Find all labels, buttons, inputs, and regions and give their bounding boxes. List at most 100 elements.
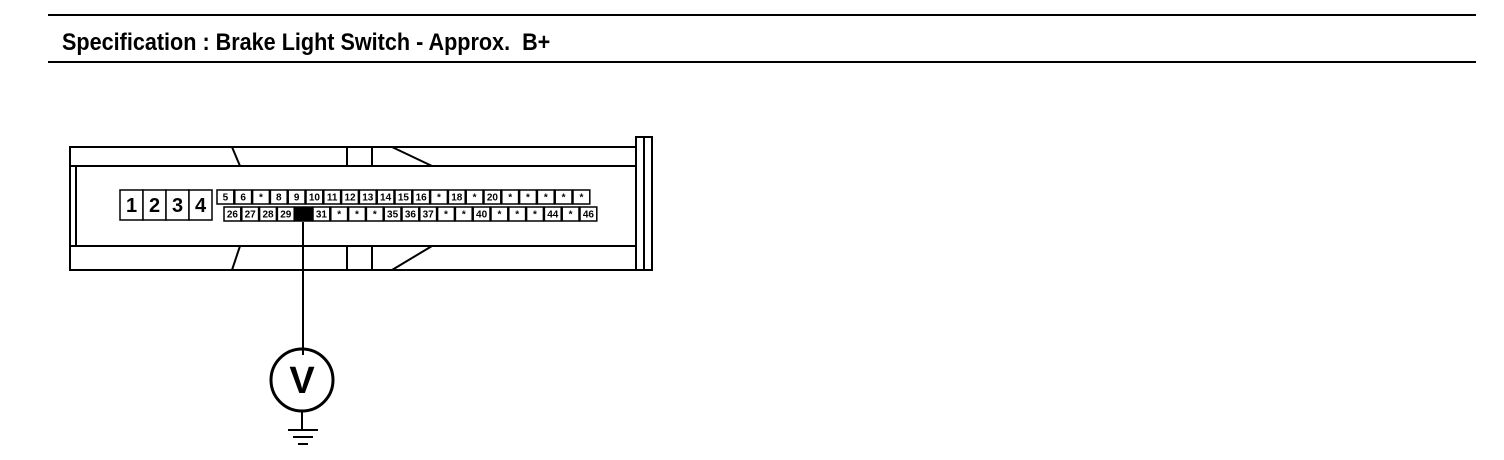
- pin-upper: *: [536, 189, 555, 205]
- spec-label: Specification: [62, 29, 197, 56]
- pin-lower: 26: [223, 206, 242, 222]
- pin-label: *: [533, 210, 537, 221]
- pin-label: 15: [398, 193, 410, 204]
- connector-housing: [69, 136, 653, 271]
- pin-label: *: [437, 193, 441, 204]
- pin-lower: *: [365, 206, 384, 222]
- pin-label: *: [373, 210, 377, 221]
- pin-label: *: [337, 210, 341, 221]
- large-pin: 2: [142, 189, 167, 221]
- pin-label: *: [462, 210, 466, 221]
- pin-upper: 13: [358, 189, 377, 205]
- spec-separator: :: [202, 29, 210, 56]
- pin-lower: 46: [579, 206, 598, 222]
- spec-text: Brake Light Switch - Approx. B+: [215, 29, 551, 56]
- pin-label: *: [508, 193, 512, 204]
- pin-lower: *: [561, 206, 580, 222]
- pin-highlighted: [294, 206, 313, 222]
- pin-label: 20: [487, 193, 499, 204]
- pin-label: 4: [195, 195, 207, 217]
- pin-lower: 31: [312, 206, 331, 222]
- pin-label: *: [544, 193, 548, 204]
- pin-label: 12: [344, 193, 356, 204]
- pin-label: 27: [245, 210, 257, 221]
- pin-upper: 15: [394, 189, 413, 205]
- pin-label: 2: [149, 195, 160, 217]
- pin-label: *: [515, 210, 519, 221]
- pin-upper: 8: [269, 189, 288, 205]
- pin-label: 16: [416, 193, 428, 204]
- pin-label: 14: [380, 193, 392, 204]
- pin-upper: 12: [340, 189, 360, 205]
- large-pin: 4: [188, 189, 213, 221]
- pin-label: *: [569, 210, 573, 221]
- large-pin: 3: [165, 189, 190, 221]
- voltmeter-symbol: V: [289, 360, 315, 402]
- pin-label: 44: [547, 210, 559, 221]
- pin-lower: *: [508, 206, 527, 222]
- header-rule-top: [48, 14, 1476, 16]
- pin-label: 46: [583, 210, 595, 221]
- pin-label: *: [497, 210, 501, 221]
- pin-upper: 20: [483, 189, 502, 205]
- pin-label: 29: [280, 210, 292, 221]
- pin-lower: *: [454, 206, 473, 222]
- pin-lower: 36: [401, 206, 420, 222]
- pin-lower: 28: [258, 206, 278, 222]
- pin-lower: 44: [543, 206, 562, 222]
- pin-label: 26: [227, 210, 239, 221]
- pin-lower: *: [347, 206, 367, 222]
- pin-upper: 18: [447, 189, 466, 205]
- pin-upper: *: [465, 189, 484, 205]
- pin-label: 18: [451, 193, 463, 204]
- pin-label: 9: [294, 193, 300, 204]
- pin-label: *: [259, 193, 263, 204]
- lower-pin-row: 26 27 28 29 31 * * * 35 36 37 * * 40 * * * 44 * 46: [223, 206, 598, 222]
- pin-lower: 40: [472, 206, 491, 222]
- pin-upper: *: [251, 189, 271, 205]
- pin-lower: *: [436, 206, 456, 222]
- pin-label: 11: [327, 193, 338, 204]
- pin-lower: *: [330, 206, 349, 222]
- pin-lower: *: [490, 206, 509, 222]
- voltmeter-icon: V: [269, 347, 335, 413]
- pin-label: 37: [423, 210, 435, 221]
- pin-label: 5: [223, 193, 229, 204]
- pin-label: 8: [276, 193, 282, 204]
- pin-upper: 11: [323, 189, 342, 205]
- pin-label: 6: [240, 193, 246, 204]
- pin-upper: *: [518, 189, 538, 205]
- pin-label: *: [444, 210, 448, 221]
- pin-label: *: [355, 210, 359, 221]
- pin-lower: 35: [383, 206, 402, 222]
- pin-lower: *: [525, 206, 545, 222]
- pin-upper: 9: [287, 189, 306, 205]
- pin-upper: 5: [216, 189, 235, 205]
- pin-label: 36: [405, 210, 417, 221]
- specification-line: Specification : Brake Light Switch - App…: [62, 28, 550, 58]
- pin-label: *: [473, 193, 477, 204]
- pin-label: 3: [172, 195, 183, 217]
- pin-label: 35: [387, 210, 399, 221]
- pin-label: *: [579, 193, 583, 204]
- pin-upper: *: [429, 189, 449, 205]
- pin-label: 40: [476, 210, 488, 221]
- pin-label: 1: [126, 195, 137, 217]
- pin-upper: *: [501, 189, 520, 205]
- pin-upper: 14: [376, 189, 395, 205]
- pin-label: 28: [262, 210, 274, 221]
- pin-lower: 37: [419, 206, 438, 222]
- pin-upper: *: [572, 189, 591, 205]
- pin-label: 31: [316, 210, 328, 221]
- ground-icon: [288, 411, 318, 445]
- pin-lower: 27: [241, 206, 260, 222]
- pin-label: 10: [309, 193, 321, 204]
- pin-upper: 6: [234, 189, 253, 205]
- pin-label: 13: [362, 193, 374, 204]
- large-pin: 1: [119, 189, 144, 221]
- header-rule-bottom: [48, 61, 1476, 63]
